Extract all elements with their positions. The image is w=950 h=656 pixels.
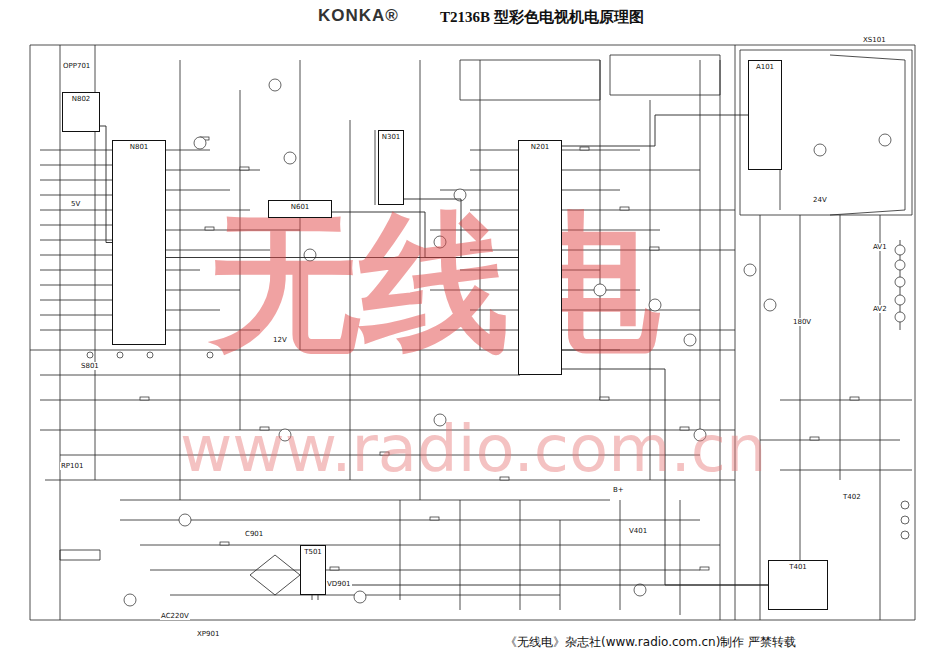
wire xyxy=(60,45,720,620)
component-symbol xyxy=(895,260,905,270)
ic-chip: N801 xyxy=(112,140,166,345)
signal-label: AC220V xyxy=(160,612,190,620)
component-symbol xyxy=(744,264,756,276)
component-symbol xyxy=(269,79,281,91)
component-symbol xyxy=(124,594,136,606)
component-symbol xyxy=(764,299,776,311)
signal-label: B+ xyxy=(612,486,625,494)
signal-wire xyxy=(562,115,748,146)
wire xyxy=(375,55,905,215)
wire xyxy=(40,150,112,330)
component-symbol xyxy=(879,134,891,146)
transformer-box: T401 xyxy=(768,560,828,610)
component-symbol xyxy=(901,531,909,539)
part-number: T501 xyxy=(301,546,325,558)
signal-label: 12V xyxy=(272,336,288,344)
component-symbol xyxy=(901,501,909,509)
part-label: XP901 xyxy=(196,630,220,638)
resistor-symbol xyxy=(580,147,589,150)
wire xyxy=(120,500,720,615)
part-number: N201 xyxy=(519,141,561,153)
resistor-symbol xyxy=(700,567,709,570)
signal-label: 5V xyxy=(70,200,81,208)
part-label: C901 xyxy=(244,530,264,538)
signal-wire xyxy=(100,126,112,243)
part-number: N301 xyxy=(379,131,403,143)
page-caption: 《无线电》杂志社(www.radio.com.cn)制作 严禁转载 xyxy=(505,634,796,651)
component-symbol xyxy=(814,144,826,156)
component-symbol xyxy=(179,514,191,526)
component-symbol xyxy=(634,584,646,596)
part-number: N801 xyxy=(113,141,165,153)
component-symbol xyxy=(117,352,123,358)
resistor-symbol xyxy=(430,517,439,520)
wire xyxy=(60,545,790,610)
wire xyxy=(460,55,720,100)
component-symbol xyxy=(895,295,905,305)
wire xyxy=(735,45,915,620)
component-symbol xyxy=(87,352,93,358)
component-symbol xyxy=(284,152,296,164)
signal-label: AV1 xyxy=(872,243,888,251)
resistor-symbol xyxy=(140,397,149,400)
ic-chip: N201 xyxy=(518,140,562,375)
ic-chip: N301 xyxy=(378,130,404,205)
resistor-symbol xyxy=(330,567,339,570)
signal-label: 180V xyxy=(792,318,812,326)
component-symbol xyxy=(895,245,905,255)
part-label: RP101 xyxy=(60,462,84,470)
signal-label: AV2 xyxy=(872,305,888,313)
signal-wire xyxy=(326,585,768,586)
component-symbol xyxy=(895,312,905,322)
wire xyxy=(250,555,300,595)
part-label: VD901 xyxy=(326,580,352,588)
component-symbol xyxy=(901,516,909,524)
ic-chip: N802 xyxy=(62,92,100,132)
wire xyxy=(740,50,912,215)
resistor-symbol xyxy=(600,397,609,400)
component-symbol xyxy=(354,591,366,603)
ic-chip: N601 xyxy=(268,200,332,218)
part-number: T401 xyxy=(769,561,827,573)
resistor-symbol xyxy=(240,167,249,170)
part-label: T402 xyxy=(842,493,862,501)
part-label: XS101 xyxy=(862,36,887,44)
component-symbol xyxy=(684,334,696,346)
resistor-symbol xyxy=(850,397,859,400)
resistor-symbol xyxy=(810,437,819,440)
brand-logo: KONKA® xyxy=(318,6,399,26)
part-label: OPP701 xyxy=(62,62,91,70)
component-symbol xyxy=(147,352,153,358)
part-label: V401 xyxy=(628,527,648,535)
wire xyxy=(30,45,735,620)
tuner-box: A101 xyxy=(748,60,782,170)
page-title: T2136B 型彩色电视机电原理图 xyxy=(440,8,644,27)
wire xyxy=(30,45,915,620)
component-symbol xyxy=(895,277,905,287)
wire xyxy=(760,215,912,620)
part-number: N601 xyxy=(269,201,331,213)
signal-label: 24V xyxy=(812,196,828,204)
part-number: A101 xyxy=(749,61,781,73)
transformer-box: T501 xyxy=(300,545,326,595)
part-label: S801 xyxy=(80,362,100,370)
part-number: N802 xyxy=(63,93,99,105)
watermark: www.radio.com.cn xyxy=(180,412,767,486)
resistor-symbol xyxy=(220,542,229,545)
component-symbol xyxy=(194,137,206,149)
wire xyxy=(87,79,909,606)
